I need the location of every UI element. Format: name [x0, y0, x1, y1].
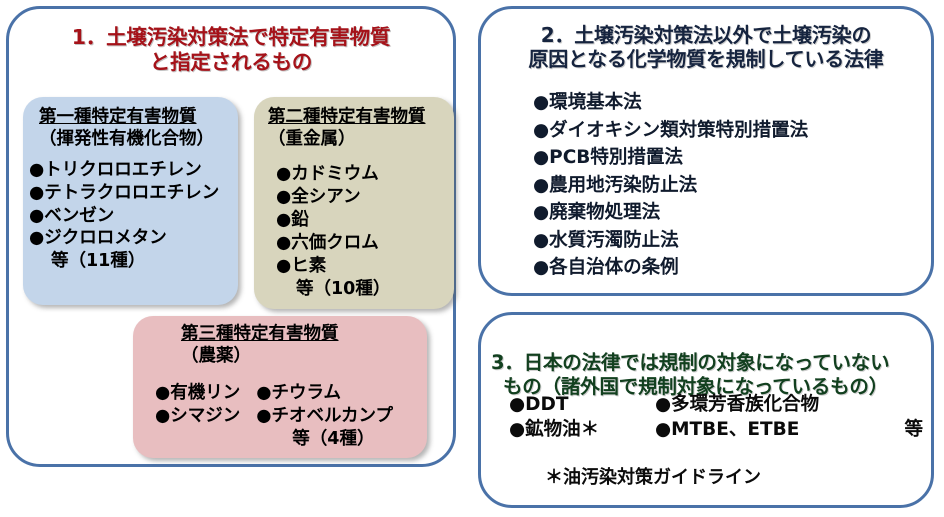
- card-type2-heavy-metals: 第二種特定有害物質 （重金属） ●カドミウム ●全シアン ●鉛 ●六価クロム ●…: [254, 97, 454, 309]
- card-type1-heading-block: 第一種特定有害物質 （揮発性有機化合物）: [39, 107, 214, 150]
- list-item: ●ヒ素: [276, 256, 327, 277]
- card-type1-heading: 第一種特定有害物質: [39, 107, 214, 129]
- panel-1-title: 1．土壌汚染対策法で特定有害物質 と指定されるもの: [71, 25, 391, 74]
- panel-other-regulating-laws: 2．土壌汚染対策法以外で土壌汚染の 原因となる化学物質を規制している法律 ●環境…: [478, 6, 934, 296]
- list-item: ●チウラム: [256, 383, 342, 403]
- panel-3-title: 3．日本の法律では規制の対象になっていない もの（諸外国で規制対象になっているも…: [491, 327, 923, 422]
- card-type3-pesticides: 第三種特定有害物質 （農薬） ●有機リン ●シマジン ●チウラム ●チオベルカン…: [133, 316, 427, 458]
- panel-2-title: 2．土壌汚染対策法以外で土壌汚染の 原因となる化学物質を規制している法律: [528, 23, 884, 72]
- row-cell-left: ●DDT: [509, 394, 569, 415]
- card-type2-heading-block: 第二種特定有害物質 （重金属）: [268, 107, 426, 150]
- list-item: ●水質汚濁防止法: [533, 229, 679, 251]
- card-type1-subheading: （揮発性有機化合物）: [39, 128, 214, 149]
- list-item: ●環境基本法: [533, 92, 642, 113]
- panel-3-title-line2: もの（諸外国で規制対象になっているもの）: [503, 374, 889, 398]
- list-item: ●鉛: [276, 210, 309, 231]
- card-type3-column-right: ●チウラム ●チオベルカンプ 等（4種）: [256, 382, 393, 450]
- list-item: ●全シアン: [276, 187, 361, 208]
- card-type2-subheading: （重金属）: [268, 128, 356, 149]
- list-item: ●廃棄物処理法: [533, 202, 661, 224]
- card-type3-heading-block: 第三種特定有害物質 （農薬）: [181, 324, 339, 367]
- card-type3-column-left: ●有機リン ●シマジン: [155, 382, 240, 450]
- row-cell-middle: ●MTBE、ETBE: [655, 418, 800, 440]
- card-type3-subheading: （農薬）: [181, 345, 251, 366]
- panel-3-title-line1: 3．日本の法律では規制の対象になっていない: [491, 350, 890, 374]
- card-type3-heading: 第三種特定有害物質: [181, 324, 339, 346]
- panel-2-law-list: ●環境基本法 ●ダイオキシン類対策特別措置法 ●PCB特別措置法 ●農用地汚染防…: [533, 89, 808, 282]
- list-item: ●六価クロム: [276, 233, 379, 254]
- list-item: ●カドミウム: [276, 164, 379, 184]
- row-cell-middle: ●多環芳香族化合物: [655, 394, 820, 415]
- list-item: ●テトラクロロエチレン: [29, 182, 220, 203]
- list-item: ●PCB特別措置法: [533, 147, 683, 169]
- list-item: ●ダイオキシン類対策特別措置法: [533, 119, 809, 141]
- card-type1-volatile-organic: 第一種特定有害物質 （揮発性有機化合物） ●トリクロロエチレン ●テトラクロロエ…: [23, 97, 238, 305]
- card-type3-item-columns: ●有機リン ●シマジン ●チウラム ●チオベルカンプ 等（4種）: [155, 382, 393, 450]
- card-type3-heading-text: 第三種特定有害物質: [181, 324, 339, 344]
- card-type2-heading: 第二種特定有害物質: [268, 107, 426, 129]
- list-item: ●有機リン: [155, 383, 241, 403]
- row-cell-left: ●鉱物油＊: [509, 418, 600, 440]
- panel-3-footnote: ＊油汚染対策ガイドライン: [545, 467, 761, 488]
- card-type3-continuation: 等（4種）: [292, 428, 375, 449]
- list-item: ●農用地汚染防止法: [533, 174, 698, 196]
- list-item: ●シマジン: [155, 405, 241, 426]
- card-type2-continuation: 等（10種）: [296, 279, 391, 300]
- list-item: ●チオベルカンプ: [256, 405, 394, 426]
- panel-unregulated-in-japan: 3．日本の法律では規制の対象になっていない もの（諸外国で規制対象になっているも…: [478, 312, 934, 508]
- list-item: ●各自治体の条例: [533, 257, 679, 279]
- panel-designated-hazardous-substances: 1．土壌汚染対策法で特定有害物質 と指定されるもの 第一種特定有害物質 （揮発性…: [6, 6, 456, 467]
- card-type1-item-list: ●トリクロロエチレン ●テトラクロロエチレン ●ベンゼン ●ジクロロメタン 等（…: [29, 159, 219, 273]
- card-type1-continuation: 等（11種）: [51, 251, 146, 271]
- card-type1-heading-text: 第一種特定有害物質: [39, 107, 197, 127]
- panel-3-substance-list: ●DDT ●多環芳香族化合物 ●鉱物油＊ ●MTBE、ETBE 等: [509, 393, 929, 443]
- table-row: ●DDT ●多環芳香族化合物: [509, 393, 929, 418]
- list-item: ●トリクロロエチレン: [29, 160, 202, 180]
- list-item: ●ジクロロメタン: [29, 228, 167, 249]
- list-item: ●ベンゼン: [29, 205, 115, 226]
- card-type2-heading-text: 第二種特定有害物質: [268, 107, 426, 127]
- row-cell-right: 等: [904, 418, 923, 440]
- card-type2-item-list: ●カドミウム ●全シアン ●鉛 ●六価クロム ●ヒ素 等（10種）: [276, 163, 390, 302]
- table-row: ●鉱物油＊ ●MTBE、ETBE 等: [509, 418, 929, 443]
